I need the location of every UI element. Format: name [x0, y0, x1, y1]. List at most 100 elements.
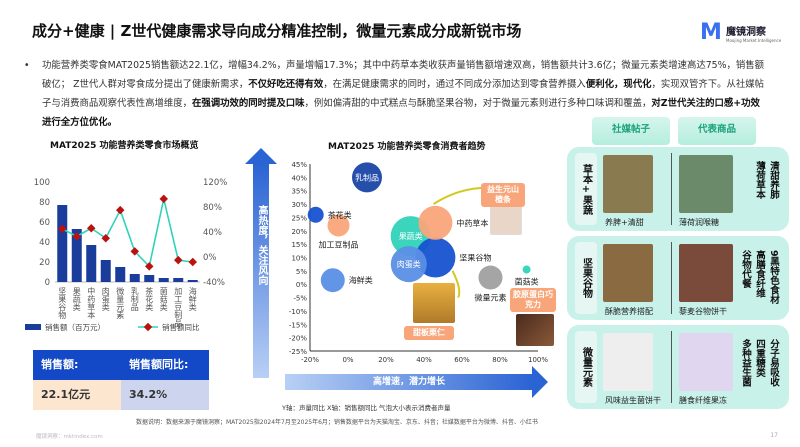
bubble: [418, 205, 453, 240]
bubble-label: 海鲜类: [349, 275, 373, 285]
bubble-label: 微量元素: [475, 293, 507, 303]
bar: [115, 267, 126, 282]
y-tick: 40%: [291, 174, 307, 182]
bar: [158, 278, 169, 282]
x-tick: 20%: [378, 356, 394, 364]
feature-text: 多种益生菌: [740, 339, 751, 387]
bubble: [320, 268, 345, 293]
intro-text: ，实现双管齐下。从社媒帖子与消费商品观察代表性高增维度，: [42, 79, 764, 109]
bubble-label: 肉蛋类: [397, 259, 421, 269]
y-tick-right: 120%: [203, 178, 227, 188]
y-tick: 10%: [291, 255, 307, 263]
post-caption: 风味益生菌饼干: [605, 396, 661, 405]
feature-text: 9黑特色食材: [768, 250, 779, 305]
y-tick-left: 100: [34, 178, 50, 188]
y-tick: 15%: [291, 241, 307, 249]
intro-highlight: 对Z世代关注的口感+功效进行全方位优化。: [42, 98, 760, 128]
yoy-marker: [116, 205, 125, 215]
callout-collagen-chocolate: 胶原蛋白巧克力: [510, 288, 556, 312]
bubble-label: 中药草本: [456, 218, 488, 228]
post-caption: 养脾+清甜: [605, 218, 644, 227]
y-tick: 0%: [296, 281, 307, 289]
x-tick-label: 乳制品: [130, 286, 139, 312]
post-image: [603, 155, 653, 213]
page-title: 成分+健康 | Z世代健康需求导向成分精准控制，微量元素成分成新锐市场: [32, 22, 522, 40]
x-tick: 0%: [342, 356, 353, 364]
x-tick-label: 菌菇类: [159, 286, 168, 312]
legend-line-marker: [143, 322, 153, 332]
bubble: [352, 162, 382, 193]
y-tick-left: 80: [39, 198, 50, 208]
y-arrow-head: [245, 148, 277, 164]
product-image: [679, 333, 733, 391]
y-tick: -15%: [289, 321, 307, 329]
bubble: [478, 265, 503, 290]
y-tick-left: 60: [39, 218, 50, 228]
trend-arrow: [451, 270, 461, 298]
intro-text: 功能营养类零食MAT2025销售额达22.1亿，增幅34.2%，声量增幅17.3…: [42, 60, 765, 90]
legend-bar-swatch: [25, 324, 41, 330]
product-image: [490, 205, 522, 235]
x-tick: 60%: [454, 356, 470, 364]
y-arrow: [253, 163, 269, 378]
feature-text: 分子易吸收: [768, 339, 779, 387]
product-image: [516, 314, 554, 346]
bubble-label: 乳制品: [355, 172, 379, 182]
y-tick: 30%: [291, 201, 307, 209]
x-tick-label: 果蔬类: [72, 287, 81, 312]
x-tick-label: 中药草本: [87, 286, 96, 320]
x-tick-label: 加工豆制品: [174, 286, 183, 328]
summary-value-yoy: 34.2%: [121, 380, 209, 410]
product-caption: 藜麦谷物饼干: [679, 307, 727, 316]
y-tick-right: 0%: [203, 253, 217, 263]
callout-prebiotic: 益生元山楂条: [481, 183, 525, 207]
intro-text: ，例如偏清甜的中式糕点与酥脆坚果谷物，对于微量元素则进行多种口味调和覆盖，: [304, 98, 652, 109]
bar: [129, 274, 140, 282]
y-tick: 35%: [291, 188, 307, 196]
product-caption: 膳食纤维果冻: [679, 396, 727, 405]
bubble-chart: -25%-20%-15%-10%-5%0%5%10%15%20%25%30%35…: [289, 161, 548, 364]
product-image: [413, 283, 455, 323]
summary-table: 销售额: 销售额同比: 22.1亿元 34.2%: [33, 350, 209, 410]
feature-text: 清甜养肺: [768, 161, 779, 199]
post-caption: 酥脆营养搭配: [605, 307, 653, 316]
logo-sub: Moojing Market Intelligence: [726, 38, 782, 43]
x-tick: 40%: [416, 356, 432, 364]
bubble-label: 加工豆制品: [319, 239, 359, 249]
intro-highlight: 便利化，现代化: [585, 79, 652, 90]
product-image: [679, 244, 733, 302]
y-tick-left: 0: [45, 278, 50, 288]
bar-chart-title: MAT2025 功能营养类零食市场概览: [50, 141, 199, 151]
panel-label: 微量元素: [575, 331, 597, 403]
data-source: 数据说明：数据来源于魔镜洞察；MAT2025指2024年7月至2025年6月；销…: [136, 419, 538, 426]
product-image: [679, 155, 733, 213]
panel-label: 坚果谷物: [575, 242, 597, 314]
x-tick-label: 肉蛋类: [101, 286, 110, 312]
y-tick-right: 80%: [203, 203, 222, 213]
bubble-label: 菌菇类: [515, 277, 539, 287]
yoy-marker: [174, 255, 183, 265]
bar: [187, 280, 198, 282]
bar-line-chart: 020406080100-40%0%40%80%120%坚果谷物果蔬类中药草本肉…: [25, 178, 227, 332]
yoy-marker: [101, 234, 110, 243]
bullet: •: [24, 60, 30, 71]
bar: [71, 229, 82, 282]
feature-text: 四重糖类: [754, 339, 765, 377]
bubble-label: 果蔬类: [399, 231, 423, 241]
bubble-label: 茶花类: [328, 210, 352, 220]
post-image: [603, 244, 653, 302]
footer-site: 魔镜洞察：mktindex.com: [36, 434, 103, 440]
bubble: [522, 265, 531, 274]
y-tick: 5%: [296, 268, 307, 276]
bar: [100, 260, 111, 282]
yoy-marker: [188, 257, 197, 267]
x-tick-label: 海鲜类: [188, 286, 197, 312]
tab-social-posts: 社媒帖子: [592, 117, 670, 145]
x-tick-label: 坚果谷物: [58, 287, 67, 320]
yoy-marker: [130, 247, 139, 256]
y-tick-left: 40: [39, 238, 50, 248]
yoy-marker: [159, 194, 168, 204]
bubble: [390, 246, 427, 283]
y-tick: -10%: [289, 308, 307, 316]
